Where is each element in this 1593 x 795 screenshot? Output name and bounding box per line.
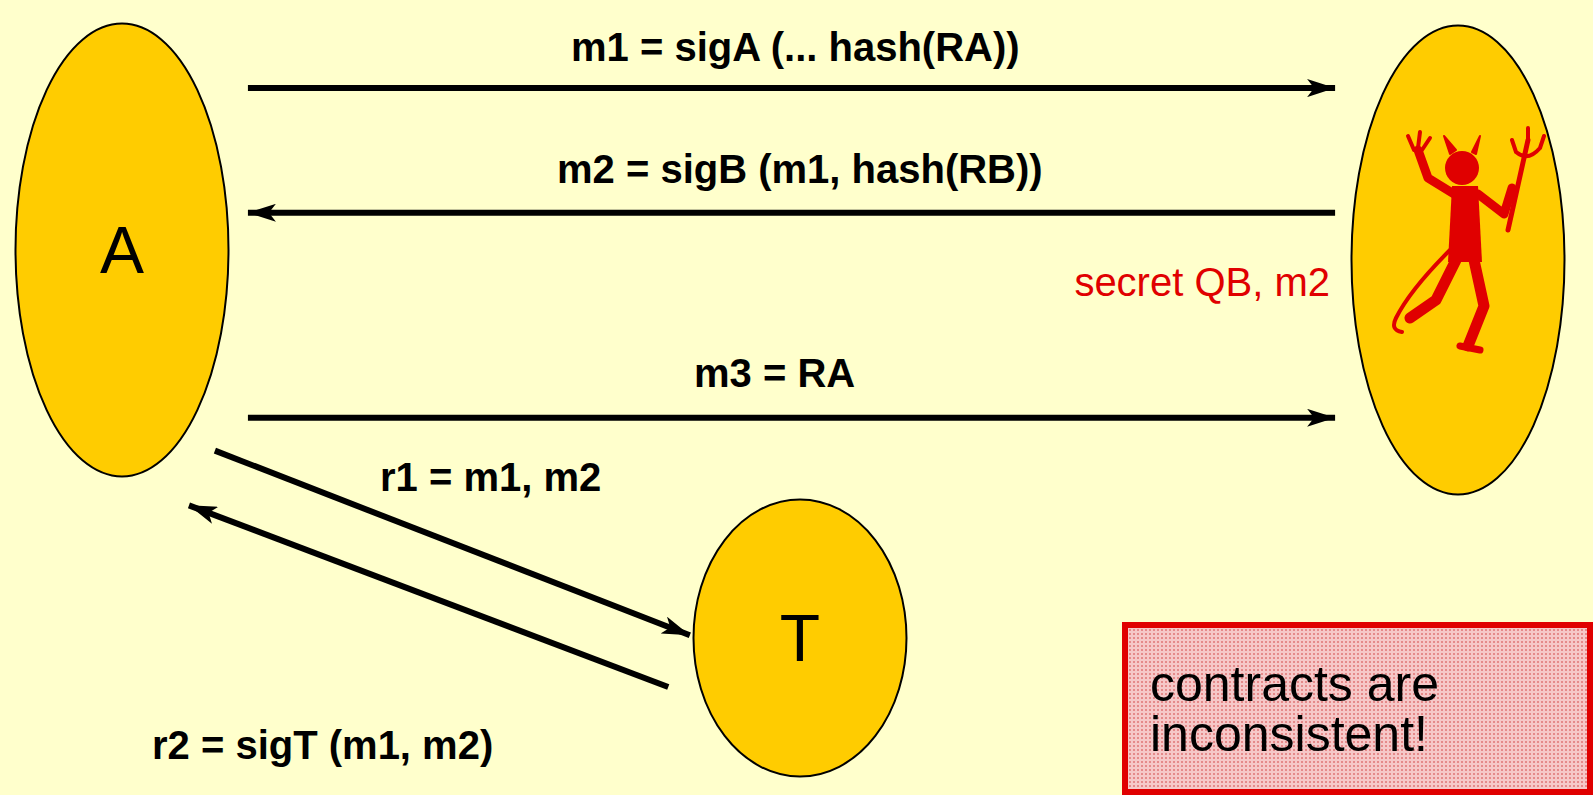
party-ellipse: A: [14, 22, 230, 478]
trusted-party-ellipse: T: [692, 498, 908, 778]
message-arrow: [189, 505, 668, 687]
message-arrow: [248, 415, 1335, 421]
message-label: m3 = RA: [690, 350, 859, 396]
attacker-ellipse: secret QB, m2: [1350, 24, 1566, 496]
message-label: m1 = sigA (... hash(RA)): [567, 24, 1024, 70]
node-label: A: [100, 212, 144, 288]
message-label: r2 = sigT (m1, m2): [148, 722, 497, 768]
secret-note: secret QB, m2: [1074, 260, 1330, 305]
message-label: m2 = sigB (m1, hash(RB)): [553, 146, 1047, 192]
message-arrow: [248, 85, 1335, 91]
ellipse-outline: [1350, 24, 1566, 496]
node-label: contracts are inconsistent!: [1150, 659, 1577, 759]
warning-box: contracts are inconsistent!: [1122, 622, 1593, 795]
message-arrow: [248, 210, 1335, 216]
message-label: r1 = m1, m2: [376, 454, 605, 500]
node-label: T: [780, 600, 820, 676]
